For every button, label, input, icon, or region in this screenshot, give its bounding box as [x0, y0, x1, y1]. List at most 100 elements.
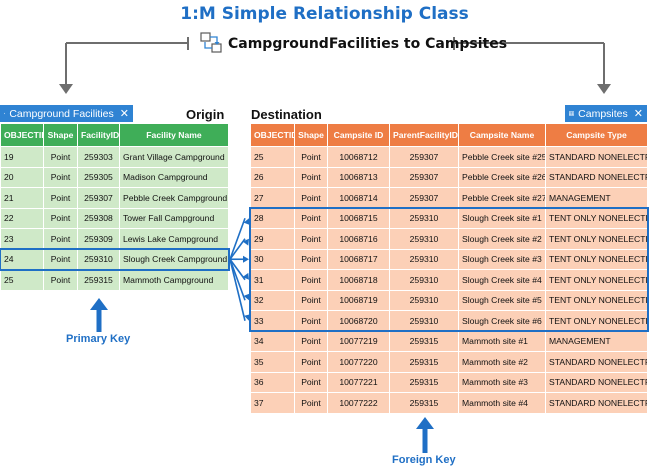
table-cell[interactable]: STANDARD NONELECTRIC	[545, 392, 648, 414]
table-cell[interactable]: 10068714	[327, 187, 390, 209]
table-cell[interactable]: Point	[294, 248, 328, 270]
table-cell[interactable]: Point	[294, 146, 328, 168]
table-cell[interactable]: STANDARD NONELECTRIC	[545, 351, 648, 373]
table-cell[interactable]: Point	[43, 166, 78, 188]
column-header[interactable]: ParentFacilityID	[389, 123, 459, 147]
table-cell[interactable]: 259303	[77, 146, 120, 168]
table-cell[interactable]: 259310	[389, 228, 459, 250]
table-cell[interactable]: TENT ONLY NONELECTRIC	[545, 248, 648, 270]
table-cell[interactable]: 259307	[389, 187, 459, 209]
table-cell[interactable]: TENT ONLY NONELECTRIC	[545, 228, 648, 250]
table-cell[interactable]: 10077220	[327, 351, 390, 373]
table-cell[interactable]: Point	[43, 269, 78, 291]
table-cell[interactable]: Point	[294, 166, 328, 188]
table-cell[interactable]: 19	[0, 146, 44, 168]
table-cell[interactable]: Madison Campground	[119, 166, 229, 188]
table-cell[interactable]: 21	[0, 187, 44, 209]
column-header[interactable]: Campsite Name	[458, 123, 546, 147]
table-cell[interactable]: Point	[294, 351, 328, 373]
table-cell[interactable]: 37	[250, 392, 295, 414]
table-cell[interactable]: 10077221	[327, 371, 390, 393]
table-cell[interactable]: MANAGEMENT	[545, 330, 648, 352]
table-cell[interactable]: Point	[294, 310, 328, 332]
table-cell[interactable]: 259310	[389, 289, 459, 311]
table-cell[interactable]: Point	[43, 187, 78, 209]
table-cell[interactable]: 34	[250, 330, 295, 352]
table-cell[interactable]: 259315	[389, 392, 459, 414]
table-cell[interactable]: 22	[0, 207, 44, 229]
table-cell[interactable]: 259315	[389, 330, 459, 352]
table-cell[interactable]: Pebble Creek site #26	[458, 166, 546, 188]
tab-campsites[interactable]: Campsites ✕	[565, 105, 647, 122]
table-cell[interactable]: 259305	[77, 166, 120, 188]
table-cell[interactable]: 10077219	[327, 330, 390, 352]
table-cell[interactable]: 24	[0, 248, 44, 270]
table-cell[interactable]: 35	[250, 351, 295, 373]
table-cell[interactable]: 10068712	[327, 146, 390, 168]
table-cell[interactable]: Point	[294, 392, 328, 414]
table-cell[interactable]: Point	[294, 228, 328, 250]
table-cell[interactable]: Pebble Creek site #27	[458, 187, 546, 209]
table-cell[interactable]: TENT ONLY NONELECTRIC	[545, 269, 648, 291]
table-cell[interactable]: 10068719	[327, 289, 390, 311]
table-cell[interactable]: Lewis Lake Campground	[119, 228, 229, 250]
close-icon[interactable]: ✕	[119, 108, 129, 120]
close-icon[interactable]: ✕	[633, 108, 643, 120]
table-cell[interactable]: Mammoth site #3	[458, 371, 546, 393]
table-cell[interactable]: Slough Creek site #3	[458, 248, 546, 270]
table-cell[interactable]: Point	[43, 146, 78, 168]
column-header[interactable]: OBJECTID	[0, 123, 44, 147]
table-cell[interactable]: Point	[294, 371, 328, 393]
table-cell[interactable]: Point	[294, 187, 328, 209]
column-header[interactable]: Shape	[294, 123, 328, 147]
table-cell[interactable]: 259307	[389, 166, 459, 188]
table-cell[interactable]: Grant Village Campground	[119, 146, 229, 168]
table-cell[interactable]: 259315	[389, 371, 459, 393]
table-cell[interactable]: Tower Fall Campground	[119, 207, 229, 229]
column-header[interactable]: OBJECTID	[250, 123, 295, 147]
column-header[interactable]: FacilityID	[77, 123, 120, 147]
table-cell[interactable]: Point	[294, 207, 328, 229]
table-cell[interactable]: 10077222	[327, 392, 390, 414]
table-cell[interactable]: 259310	[389, 207, 459, 229]
table-cell[interactable]: Pebble Creek site #25	[458, 146, 546, 168]
table-cell[interactable]: 25	[0, 269, 44, 291]
table-cell[interactable]: 36	[250, 371, 295, 393]
column-header[interactable]: Campsite ID	[327, 123, 390, 147]
table-cell[interactable]: Mammoth Campground	[119, 269, 229, 291]
table-cell[interactable]: STANDARD NONELECTRIC	[545, 371, 648, 393]
table-cell[interactable]: 259309	[77, 228, 120, 250]
column-header[interactable]: Campsite Type	[545, 123, 648, 147]
table-cell[interactable]: STANDARD NONELECTRIC	[545, 146, 648, 168]
table-cell[interactable]: 259315	[389, 351, 459, 373]
table-cell[interactable]: 26	[250, 166, 295, 188]
table-cell[interactable]: Pebble Creek Campground	[119, 187, 229, 209]
table-cell[interactable]: 23	[0, 228, 44, 250]
table-cell[interactable]: 31	[250, 269, 295, 291]
table-cell[interactable]: Mammoth site #1	[458, 330, 546, 352]
table-cell[interactable]: 259307	[77, 187, 120, 209]
table-cell[interactable]: 259310	[389, 248, 459, 270]
table-cell[interactable]: Mammoth site #2	[458, 351, 546, 373]
table-cell[interactable]: Point	[294, 330, 328, 352]
table-cell[interactable]: 10068713	[327, 166, 390, 188]
table-cell[interactable]: 20	[0, 166, 44, 188]
table-cell[interactable]: Mammoth site #4	[458, 392, 546, 414]
table-cell[interactable]: Point	[294, 289, 328, 311]
table-cell[interactable]: 27	[250, 187, 295, 209]
table-cell[interactable]: 25	[250, 146, 295, 168]
